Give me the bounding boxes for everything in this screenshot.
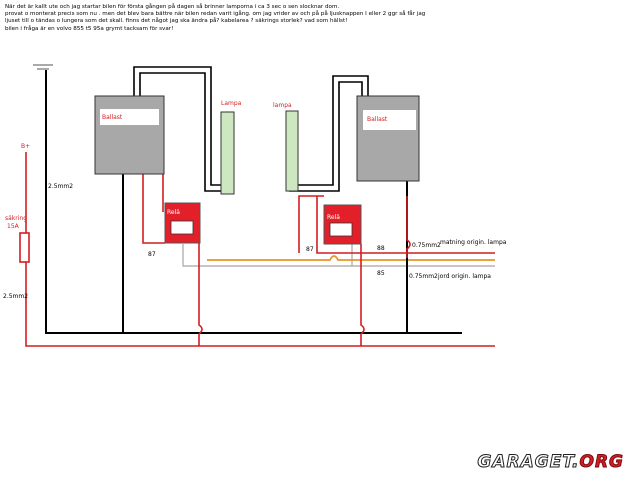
- relay-left-label: Relä: [167, 209, 180, 216]
- b-plus-label: B+: [21, 143, 30, 150]
- intro-line: bilen i fråga är en volvo 855 t5 95a gry…: [5, 25, 174, 32]
- intro-line: ljuset till o tändas o lungera som det s…: [5, 18, 348, 25]
- wire-size-2-5-upper: 2.5mm2: [48, 183, 73, 190]
- relay-right: Relä: [323, 204, 362, 245]
- wire-size-075-upper: 0.75mm2: [412, 242, 441, 249]
- lamp-right: lampa: [273, 102, 299, 192]
- ballast-left-label: Ballast: [102, 114, 123, 121]
- ballast-right: Ballast: [356, 95, 420, 182]
- intro-line: provat o monterat precis som nu . men de…: [5, 11, 426, 18]
- logo-suffix: ORG: [579, 452, 624, 473]
- lamp-left-label: Lampa: [221, 100, 242, 107]
- relay-left: Relä: [164, 202, 201, 244]
- logo-main: GARAGET.: [477, 452, 580, 473]
- pin-85: 85: [377, 270, 385, 277]
- intro-line: När det är kallt ute och jag startar bil…: [5, 4, 340, 10]
- red-wires: [25, 152, 495, 347]
- grey-wires: [182, 244, 495, 267]
- relay-right-label: Relä: [327, 214, 340, 221]
- fuse-15a: [19, 232, 30, 263]
- fuse-label-line2: 15A: [7, 223, 20, 230]
- fuse-label-line1: säkring: [5, 215, 27, 222]
- jord-label: jord origin. lampa: [437, 273, 491, 280]
- orange-wire: [207, 255, 495, 261]
- ballast-lamp-wiring: [133, 66, 369, 192]
- wire-size-2-5-lower: 2.5mm2: [3, 293, 28, 300]
- lamp-right-label: lampa: [273, 102, 292, 109]
- ground-symbol: [33, 64, 53, 70]
- intro-text: När det är kallt ute och jag startar bil…: [5, 4, 425, 33]
- ballast-left: Ballast: [94, 95, 165, 175]
- matning-label: matning origin. lampa: [440, 239, 507, 246]
- ballast-right-label: Ballast: [367, 116, 388, 123]
- wire-size-075-lower: 0.75mm2: [409, 273, 438, 280]
- garaget-logo: GARAGET.ORG: [477, 452, 624, 473]
- pin-88: 88: [377, 245, 385, 252]
- pin-87-left: 87: [148, 251, 156, 258]
- pin-87-right: 87: [306, 246, 314, 253]
- lamp-left: Lampa: [220, 100, 242, 195]
